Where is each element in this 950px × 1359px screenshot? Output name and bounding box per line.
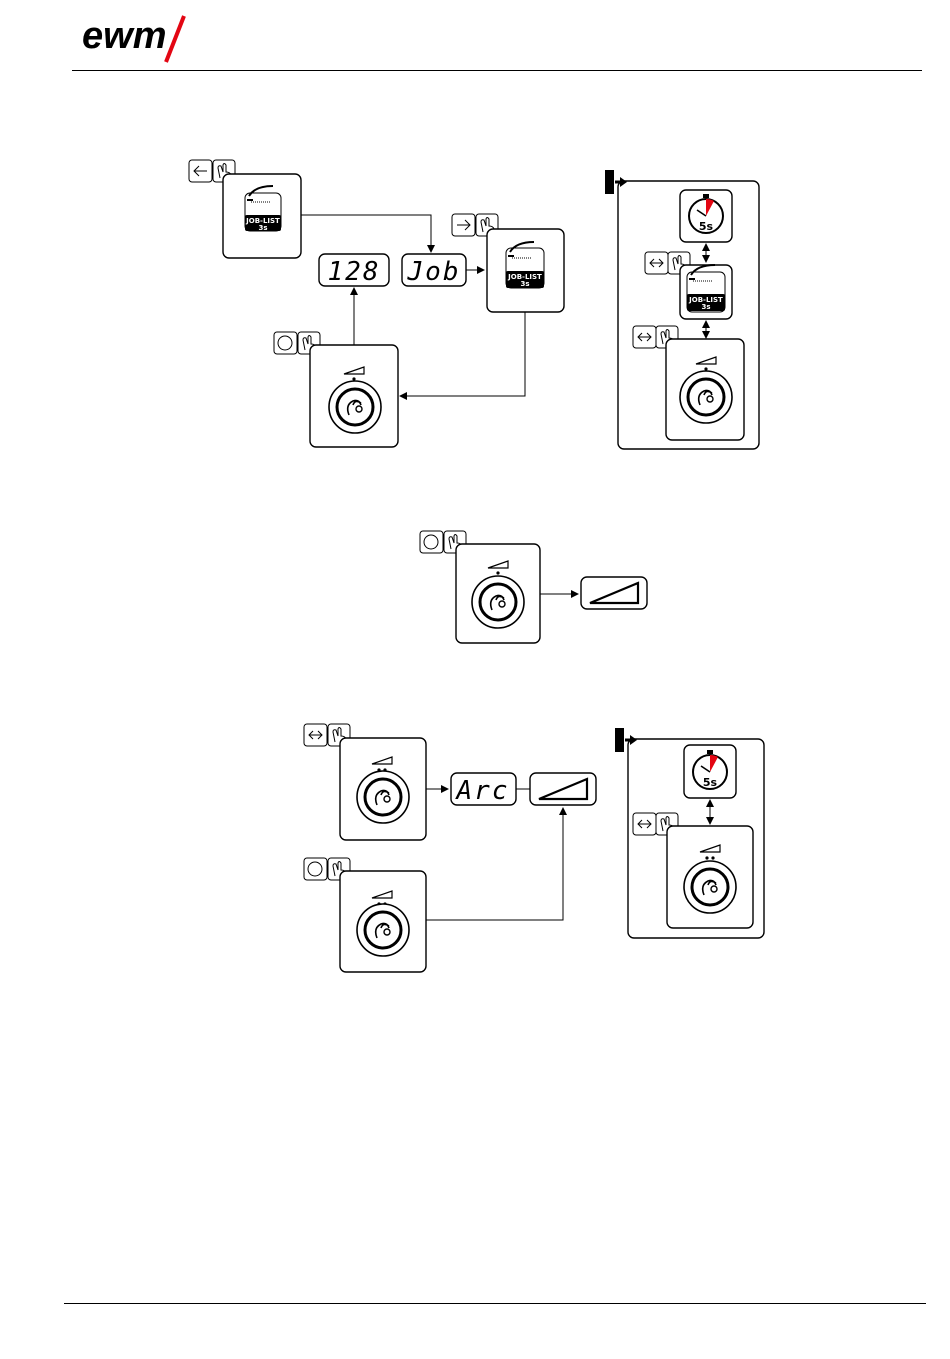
arc-label-text: Arc [455,776,510,806]
svg-text:3s: 3s [258,224,267,232]
job-number-text: 128 [328,257,381,287]
rotary-knob-icon[interactable] [680,371,732,423]
torch-job-list-icon: JOB-LIST 3s [245,186,281,232]
diagram-job-select: JOB-LIST 3s 128 Job JOB-LIST 3s [189,160,759,449]
rotary-knob-icon[interactable] [684,861,736,913]
svg-text:3s: 3s [701,303,710,311]
diagram-arc-set: Arc 5s [304,724,764,972]
diagram-ramp-set [420,531,647,643]
timer-label: 5s [699,220,714,233]
timer-label: 5s [703,776,718,789]
svg-text:3s: 3s [520,280,529,288]
rotary-knob-icon[interactable] [329,381,381,433]
rotary-knob-icon[interactable] [472,576,524,628]
rotary-knob-icon[interactable] [357,771,409,823]
job-label-text: Job [407,257,461,287]
torch-job-list-icon: JOB-LIST 3s [687,265,725,312]
rotary-knob-icon[interactable] [357,904,409,956]
torch-job-list-icon: JOB-LIST 3s [506,242,544,288]
